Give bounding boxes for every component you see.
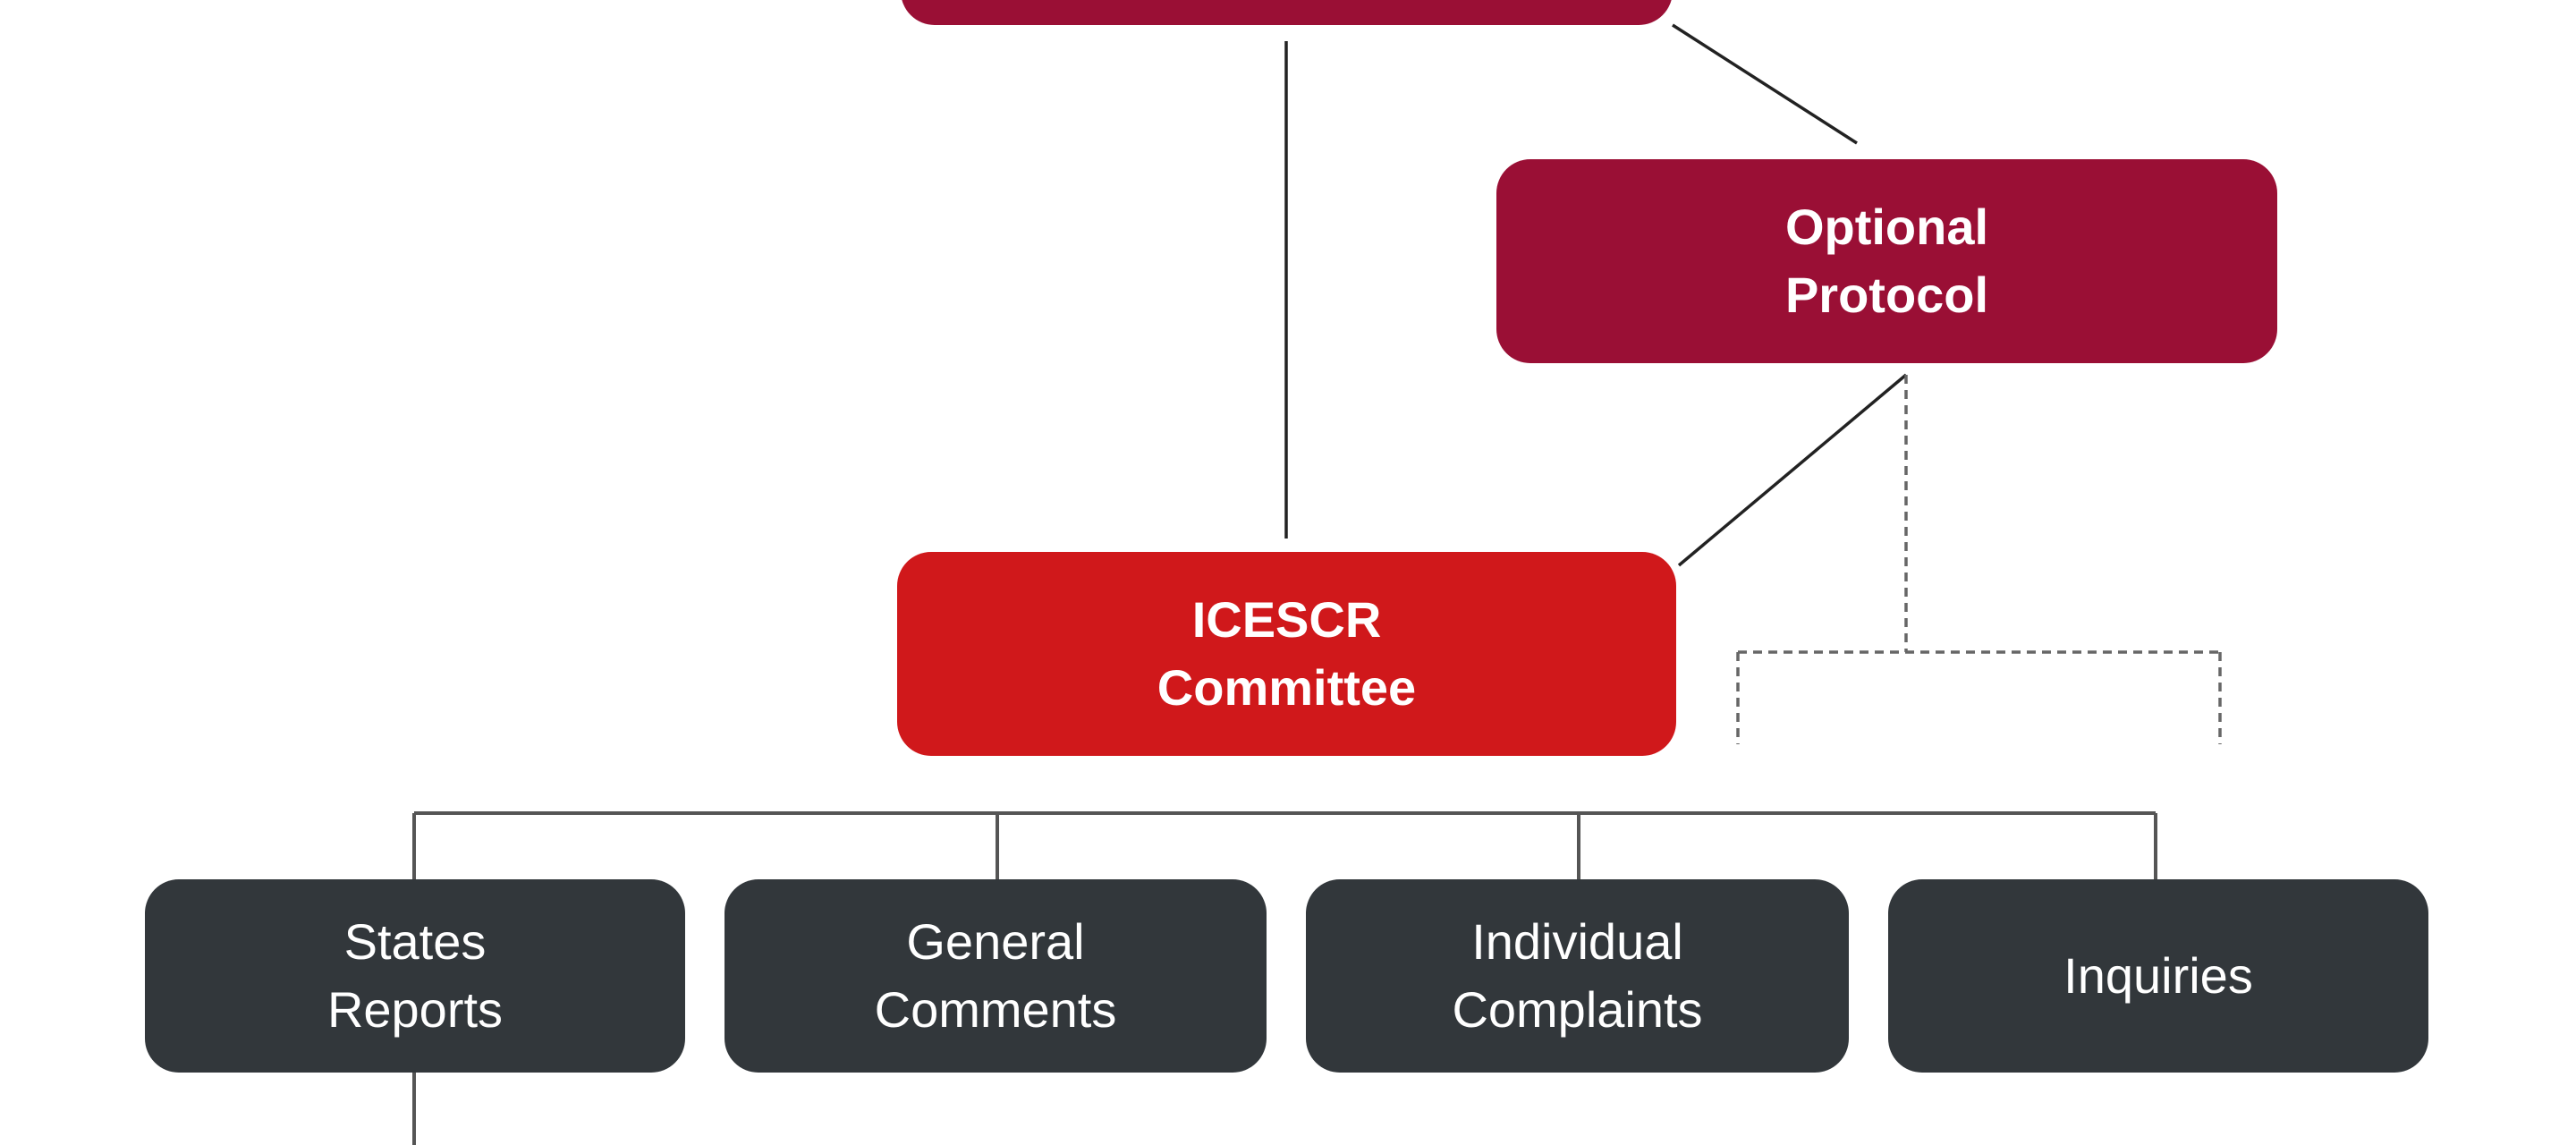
inquiries-label: Inquiries [2063, 947, 2253, 1004]
inquiries-node: Inquiries [1888, 879, 2428, 1073]
optional-protocol-node: Optional Protocol [1496, 159, 2277, 363]
icescr-committee-label: ICESCR Committee [1157, 591, 1417, 716]
states-reports-label: States Reports [326, 913, 504, 1038]
general-comments-label: General Comments [874, 913, 1117, 1038]
icescr-committee-node: ICESCR Committee [897, 552, 1676, 756]
connector-top-to-protocol [1672, 23, 1858, 145]
top-node [901, 0, 1673, 25]
general-comments-node: General Comments [724, 879, 1267, 1073]
states-reports-node: States Reports [145, 879, 685, 1073]
individual-complaints-node: Individual Complaints [1306, 879, 1849, 1073]
individual-complaints-label: Individual Complaints [1452, 913, 1703, 1038]
connector-protocol-to-committee [1677, 373, 1908, 567]
optional-protocol-label: Optional Protocol [1784, 199, 1989, 323]
